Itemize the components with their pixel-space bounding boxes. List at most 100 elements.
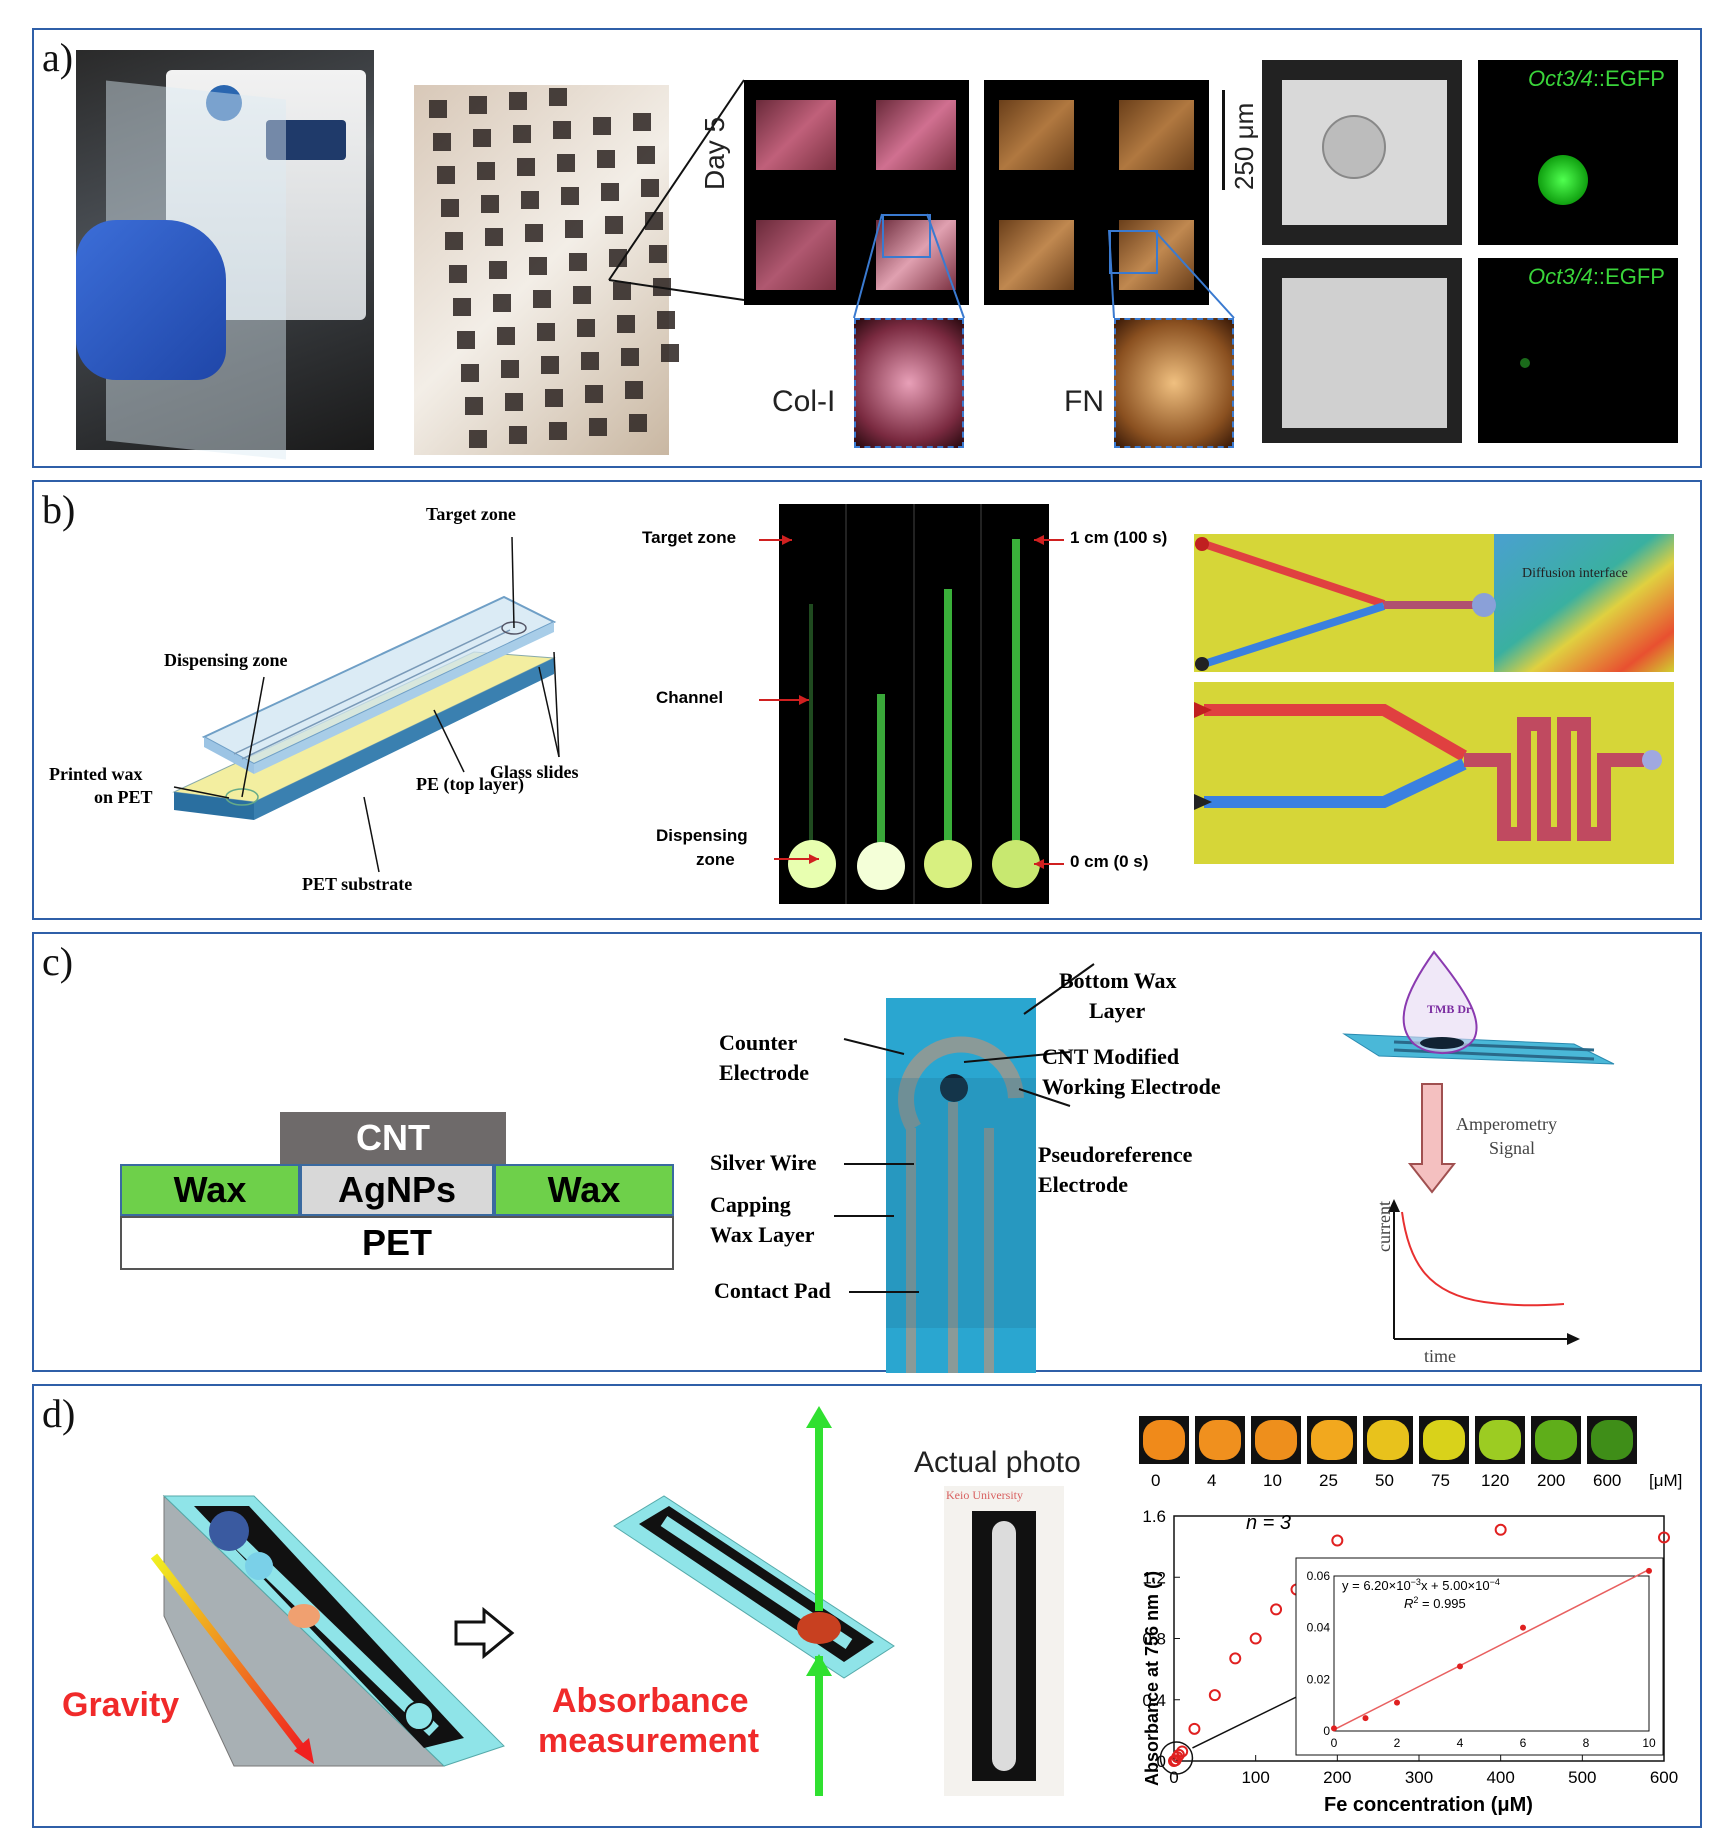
fit-line: [1333, 1568, 1650, 1731]
chart-annotation: n = 3: [1246, 1512, 1292, 1534]
pet-substrate-label: PET substrate: [302, 874, 413, 894]
absorbance-label-2: measurement: [538, 1722, 760, 1760]
data-point: [1249, 1632, 1262, 1645]
inset-y-tick-label: 0.02: [1307, 1672, 1331, 1686]
pet-layer: PET: [120, 1216, 674, 1270]
absorbance-device: [613, 1406, 895, 1796]
inset-x-tick-label: 6: [1520, 1736, 1527, 1750]
gfp-suffix: ::EGFP: [1592, 264, 1665, 289]
concentration-label: 25: [1319, 1471, 1338, 1490]
time-axis-label: time: [1424, 1346, 1456, 1366]
wax-left-layer: Wax: [120, 1164, 300, 1216]
gravity-label: Gravity: [62, 1686, 180, 1724]
col-i-zoom-inset: [854, 318, 964, 448]
cnt-layer: CNT: [280, 1112, 506, 1164]
panel-c-label: c): [42, 939, 74, 984]
sheet-square: [565, 220, 583, 238]
sheet-square: [457, 331, 475, 349]
swatch-fill: [1423, 1420, 1465, 1460]
inset-plot-frame: [1333, 1575, 1650, 1732]
sheet-square: [605, 216, 623, 234]
panel-b: b) Target zone Dispensing zone Printed w…: [32, 480, 1702, 920]
sheet-square: [441, 199, 459, 217]
y-tick-label: 1.6: [1142, 1507, 1166, 1526]
counter-electrode-label-2: Electrode: [719, 1060, 810, 1085]
inset-data-point: [1331, 1725, 1337, 1732]
sheet-square: [549, 88, 567, 106]
device-schematic: [172, 536, 560, 873]
fluor-channel-label: Channel: [656, 688, 724, 707]
col-i-square: [756, 100, 836, 170]
x-tick-label: 100: [1241, 1768, 1269, 1787]
x-tick-label: 300: [1405, 1768, 1433, 1787]
r-squared-value: = 0.995: [1418, 1596, 1465, 1611]
fit-equation: y = 6.20×10−3x + 5.00×10−4: [1342, 1577, 1500, 1593]
color-swatch: [1587, 1416, 1637, 1464]
printer-photo: [76, 50, 374, 460]
chart-ylabel: Absorbance at 756 nm (-): [1142, 1570, 1162, 1786]
inset-data-point: [1457, 1663, 1463, 1670]
sheet-square: [485, 228, 503, 246]
inset-x-tick-label: 4: [1457, 1736, 1464, 1750]
sheet-square: [629, 414, 647, 432]
inset-x-tick-label: 0: [1331, 1736, 1338, 1750]
gfp-gene: Oct3/4: [1528, 264, 1593, 289]
electrode-pointer-lines: [834, 963, 1095, 1293]
sheet-square: [637, 146, 655, 164]
concentration-label: 10: [1263, 1471, 1282, 1490]
actual-photo: Keio University: [944, 1486, 1064, 1796]
panel-d: d) Gravity Absorbance measurement: [32, 1384, 1702, 1828]
sheet-square: [493, 294, 511, 312]
scale-bar: [1222, 90, 1225, 190]
zoom-circle: [1159, 1741, 1194, 1775]
data-point: [1658, 1531, 1670, 1544]
sheet-square: [513, 125, 531, 143]
photo-watermark-text: Keio University: [946, 1488, 1023, 1502]
sheet-square: [501, 360, 519, 378]
inset-data-point: [1520, 1624, 1526, 1631]
col-i-zoom-box: [882, 214, 931, 258]
bottom-wax-label-2: Layer: [1089, 998, 1146, 1023]
printed-wax-label-1: Printed wax: [49, 764, 143, 784]
pet-label: PET: [361, 1222, 432, 1263]
inset-x-tick-label: 2: [1394, 1736, 1401, 1750]
sheet-square: [601, 183, 619, 201]
fn-micrograph-grid: [984, 80, 1209, 305]
current-axis-label: current: [1374, 1201, 1394, 1252]
contact-pad-label: Contact Pad: [714, 1278, 831, 1303]
fit-equation-part: −4: [1490, 1577, 1500, 1587]
fit-equation-part: −3: [1411, 1577, 1421, 1587]
r-squared-symbol: R: [1404, 1596, 1413, 1611]
brightfield-square: [1282, 278, 1447, 428]
agnps-layer: AgNPs: [300, 1164, 494, 1216]
cnt-modified-label-1: CNT Modified: [1042, 1044, 1180, 1069]
sheet-square: [621, 348, 639, 366]
sheet-square: [477, 162, 495, 180]
sheet-square: [573, 286, 591, 304]
amperometry-schematic: [1342, 950, 1615, 1345]
data-point: [1331, 1534, 1344, 1547]
capping-wax-label-2: Wax Layer: [710, 1222, 815, 1247]
tmb-drop-label: TMB Dr: [1427, 1002, 1472, 1016]
data-point: [1172, 1748, 1185, 1761]
capping-wax-label-1: Capping: [710, 1192, 791, 1217]
photo-channel: [992, 1521, 1016, 1771]
silver-wire-label: Silver Wire: [710, 1150, 817, 1175]
sheet-square: [613, 282, 631, 300]
swatch-fill: [1591, 1420, 1633, 1460]
data-point: [1270, 1603, 1283, 1616]
absorbance-label-1: Absorbance: [552, 1682, 749, 1720]
concentration-label: 0: [1151, 1471, 1161, 1490]
sheet-square: [489, 261, 507, 279]
concentration-label: 4: [1207, 1471, 1217, 1490]
gfp-signal: [1538, 155, 1588, 205]
data-point: [1188, 1722, 1201, 1735]
col-i-square: [756, 220, 836, 290]
sheet-square: [453, 298, 471, 316]
amperometry-signal-label-1: Amperometry: [1456, 1114, 1557, 1134]
zoom-lines: [608, 79, 745, 301]
gfp-label: Oct3/4::EGFP: [1528, 66, 1665, 92]
panel-a-label: a): [42, 35, 74, 80]
sheet-square: [505, 393, 523, 411]
